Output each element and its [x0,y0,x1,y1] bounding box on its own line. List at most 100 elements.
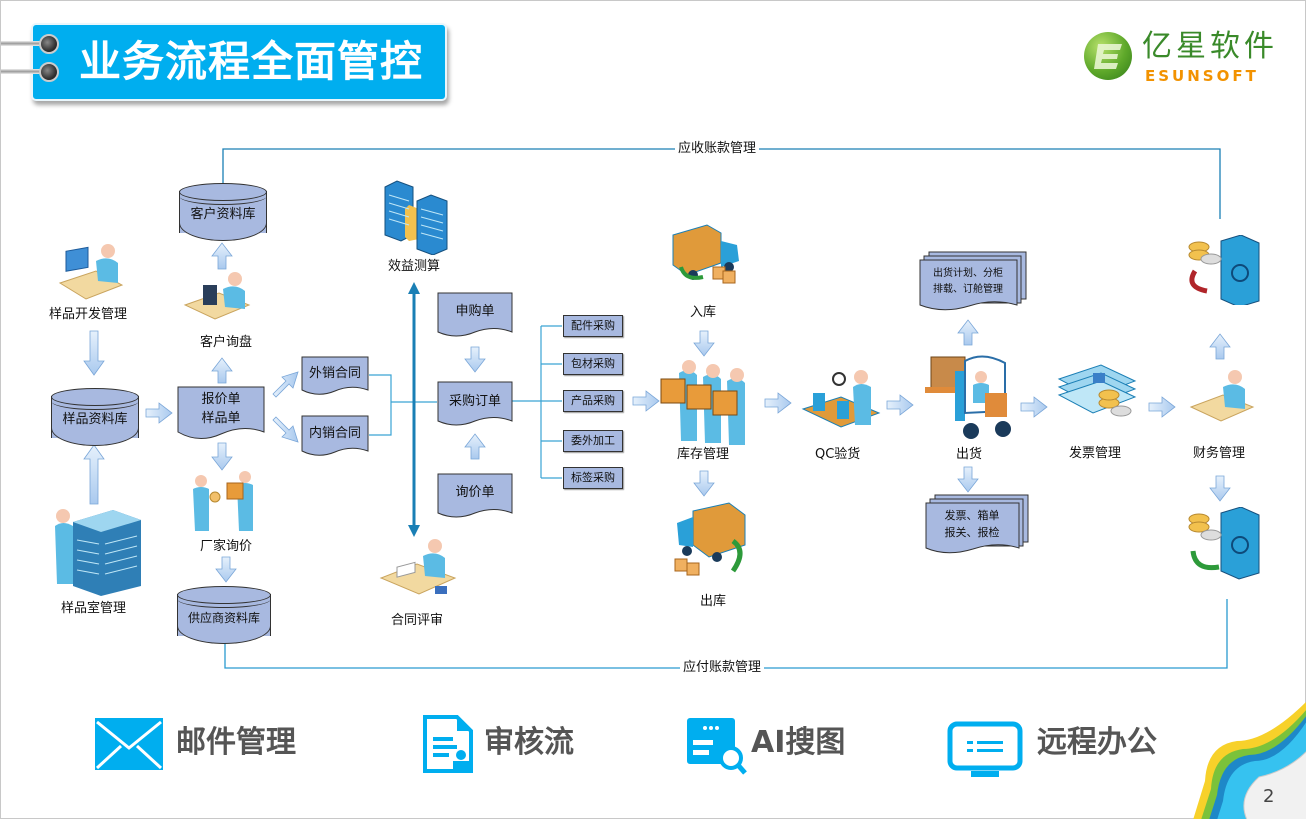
node-supplier-db-label: 供应商资料库 [187,611,260,625]
binder-ring-icon [39,62,59,82]
feature-ai-search-label[interactable]: AI搜图 [751,725,846,760]
node-customer-db-label: 客户资料库 [190,207,256,222]
forklift-icon [925,355,1011,439]
sample-room-cabinet-icon [55,509,141,596]
page-curl-decoration [1193,701,1306,819]
node-sample-dev-label: 样品开发管理 [49,307,128,322]
receivable-management-label: 应收账款管理 [675,141,760,157]
node-factory-inquiry-label: 厂家询价 [200,539,253,554]
purchase-type-parts[interactable]: 配件采购 [563,315,623,337]
arrow-up-icon [408,282,420,294]
node-shipping-plan-doc[interactable]: 出货计划、分柜 排载、订舱管理 [919,251,1027,315]
node-supplier-db[interactable]: 供应商资料库 [177,586,271,644]
arrow-down-right-icon [272,416,299,443]
page-title: 业务流程全面管控 [79,37,424,86]
purchase-type-product[interactable]: 产品采购 [563,390,623,412]
arrow-up-icon [1209,333,1231,360]
binder-wire [1,41,43,46]
node-sample-room-label: 样品室管理 [61,601,127,616]
node-sample-db[interactable]: 样品资料库 [51,388,139,446]
purchase-type-outsourcing[interactable]: 委外加工 [563,430,623,452]
node-shipping-plan-label-2: 排载、订舱管理 [933,283,1003,295]
factory-inquiry-people-icon [193,471,253,531]
node-stock-in-label: 入库 [690,305,717,320]
contract-bracket-line [369,374,437,436]
node-quote-sample-doc[interactable]: 报价单 样品单 [177,386,265,442]
node-sample-sheet-label: 样品单 [201,410,241,426]
payable-safe-icon [1188,507,1260,580]
arrow-right-icon [886,394,914,416]
arrow-up-icon [464,433,486,460]
logo-text-en: ESUNSOFT [1145,67,1259,85]
qc-inspection-icon [801,370,881,428]
invoice-coins-icon [1057,364,1137,417]
node-purchase-request-doc[interactable]: 申购单 [437,292,513,340]
page-number: 2 [1263,786,1275,807]
purchase-types-line [511,325,562,479]
arrow-down-icon [211,442,233,471]
feature-remote-office-label[interactable]: 远程办公 [1037,725,1157,760]
binder-ring-icon [39,34,59,54]
arrow-right-icon [145,402,173,424]
inventory-workers-icon [660,360,745,445]
esunsoft-logo-icon [1084,32,1132,80]
node-export-contract-doc[interactable]: 外销合同 [301,356,369,398]
arrow-down-icon [693,330,715,357]
receivable-loop-line [222,148,1221,219]
customer-inquiry-person-icon [183,272,251,320]
node-customer-db[interactable]: 客户资料库 [179,183,267,241]
node-inquiry-sheet-doc[interactable]: 询价单 [437,473,513,521]
monitor-icon [947,721,1023,777]
arrow-down-icon [215,556,237,583]
arrow-right-icon [764,392,792,414]
logo-text-cn: 亿星软件 [1142,29,1278,64]
title-banner: 业务流程全面管控 [31,23,447,101]
arrow-up-icon [211,242,233,270]
developer-person-icon [58,244,124,300]
arrow-right-icon [632,390,660,412]
node-shipping-docs-label-2: 报关、报检 [944,525,1000,539]
node-qc-label: QC验货 [815,447,861,462]
contract-review-person-icon [379,539,457,595]
arrow-down-icon [693,470,715,497]
approval-document-icon [423,715,473,773]
node-contract-review-label: 合同评审 [391,613,444,628]
arrow-up-icon [83,444,105,505]
node-shipping-docs-label-1: 发票、箱单 [944,508,1000,522]
node-shipping-label: 出货 [956,447,983,462]
node-customer-inquiry-label: 客户询盘 [200,335,253,350]
arrow-down-icon [1209,475,1231,502]
node-sample-db-label: 样品资料库 [62,412,128,427]
receivable-safe-icon [1188,235,1260,305]
node-purchase-order-doc[interactable]: 采购订单 [437,381,513,429]
purchase-type-packaging[interactable]: 包材采购 [563,353,623,375]
feature-approval-label[interactable]: 审核流 [484,725,574,760]
feature-mail-label[interactable]: 邮件管理 [176,725,296,760]
node-inquiry-sheet-label: 询价单 [455,485,495,500]
stock-in-truck-icon [672,224,739,284]
node-invoice-label: 发票管理 [1069,446,1122,461]
node-domestic-contract-doc[interactable]: 内销合同 [301,415,369,459]
arrow-down-icon [83,330,105,376]
node-inventory-label: 库存管理 [677,447,730,462]
binder-wire [1,69,43,74]
ai-search-icon [687,718,747,775]
arrow-down-icon [957,466,979,493]
arrow-down-icon [464,346,486,373]
payable-management-label: 应付账款管理 [680,660,765,676]
arrow-down-icon [408,525,420,537]
node-benefit-calc-label: 效益测算 [388,259,441,274]
mail-icon [95,718,163,770]
arrow-up-right-icon [272,371,299,398]
node-finance-label: 财务管理 [1193,446,1246,461]
node-purchase-request-label: 申购单 [455,304,495,319]
node-quote-label: 报价单 [201,391,241,407]
node-domestic-contract-label: 内销合同 [308,426,361,441]
purchase-type-label[interactable]: 标签采购 [563,467,623,489]
node-shipping-plan-label-1: 出货计划、分柜 [933,267,1003,279]
node-purchase-order-label: 采购订单 [448,394,501,409]
arrow-up-icon [957,319,979,346]
arrow-right-icon [1020,396,1048,418]
node-export-contract-label: 外销合同 [308,366,361,381]
node-shipping-docs-doc[interactable]: 发票、箱单 报关、报检 [925,494,1029,558]
